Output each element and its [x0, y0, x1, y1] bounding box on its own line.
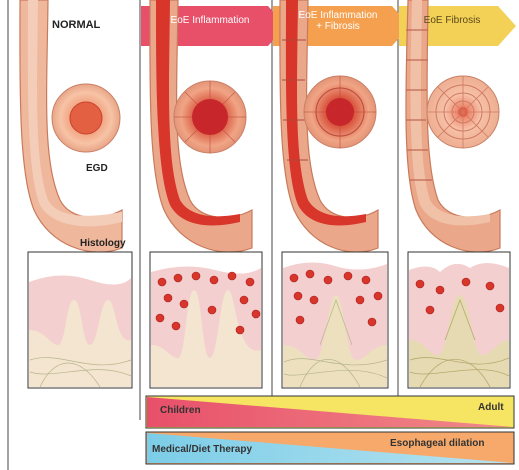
stage-1-label: EoE Inflammation: [150, 15, 270, 26]
histology-fibrosis: [408, 252, 510, 388]
egd-normal: [52, 84, 120, 152]
stage-2-label: EoE Inflammation + Fibrosis: [278, 10, 398, 32]
stage-3-label: EoE Fibrosis: [402, 15, 502, 26]
egd-fibrosis: [427, 76, 499, 148]
egd-label: EGD: [86, 163, 108, 174]
histology-inflammation-fibrosis: [282, 252, 388, 388]
adult-label: Adult: [478, 402, 504, 413]
esophageal-dilation-label: Esophageal dilation: [390, 438, 484, 449]
age-bar: [146, 396, 514, 428]
egd-inflammation-fibrosis: [304, 76, 376, 148]
medical-diet-therapy-label: Medical/Diet Therapy: [152, 444, 252, 455]
stage-2-line2: + Fibrosis: [278, 21, 398, 32]
children-label: Children: [160, 405, 201, 416]
stage-1-line1: EoE Inflammation: [150, 15, 270, 26]
stage-3-line1: EoE Fibrosis: [402, 15, 502, 26]
histology-normal: [28, 252, 132, 388]
histology-label: Histology: [80, 238, 126, 249]
histology-inflammation: [150, 252, 262, 388]
stage-2-line1: EoE Inflammation: [278, 10, 398, 21]
egd-inflammation: [174, 81, 246, 153]
normal-label: NORMAL: [52, 19, 100, 31]
